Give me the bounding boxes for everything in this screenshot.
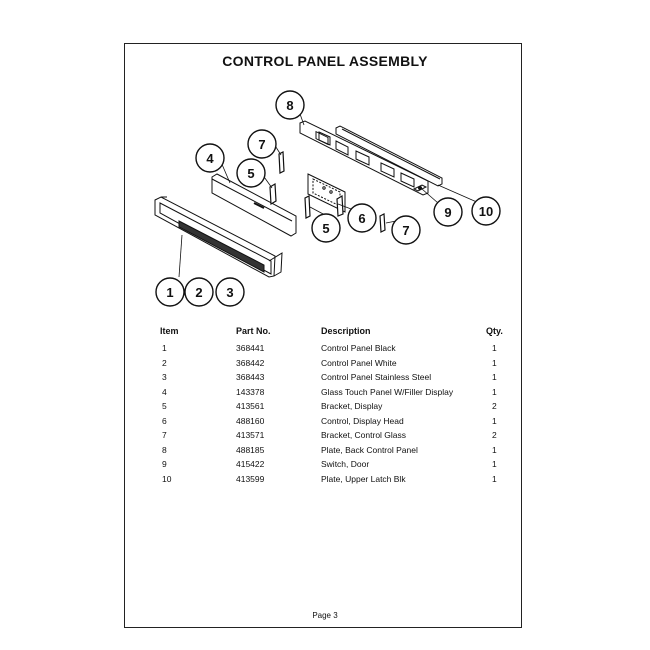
callout-circle (391, 215, 421, 245)
callout-circle (347, 203, 377, 233)
cell-item: 7 (162, 430, 167, 440)
page-title: CONTROL PANEL ASSEMBLY (222, 53, 428, 69)
cell-desc: Switch, Door (321, 459, 370, 469)
cell-qty: 1 (492, 473, 497, 484)
cell-qty: 1 (492, 343, 497, 353)
callout-10: 10 (479, 204, 493, 219)
cell-desc: Control Panel White (321, 357, 397, 368)
cell-part: 488160 (236, 415, 265, 426)
header-part: Part No. (236, 326, 271, 336)
callout-circle (247, 129, 277, 159)
header-qty: Qty. (486, 326, 503, 336)
callout-circle (433, 197, 463, 227)
callout-7b: 7 (402, 223, 409, 238)
cell-item: 6 (162, 415, 167, 426)
callout-circle (215, 277, 245, 307)
cell-desc: Bracket, Control Glass (321, 430, 407, 440)
cell-item: 4 (162, 386, 167, 397)
cell-part: 368443 (236, 372, 265, 382)
callout-circle (236, 158, 266, 188)
cell-desc: Control Panel Stainless Steel (321, 372, 432, 382)
cell-desc: Plate, Back Control Panel (321, 444, 418, 455)
callout-7: 7 (258, 137, 265, 152)
cell-item: 3 (162, 372, 167, 382)
table-row: 4 143378 Glass Touch Panel W/Filler Displa… (124, 387, 522, 399)
cell-desc: Bracket, Display (321, 401, 383, 411)
cell-qty: 1 (492, 444, 497, 455)
header-desc: Description (321, 326, 371, 336)
cell-item: 8 (162, 444, 167, 455)
cell-desc: Plate, Upper Latch Blk (321, 473, 406, 484)
table-header: Item Part No. Description Qty. (124, 326, 522, 338)
cell-desc: Control Panel Black (321, 343, 396, 353)
back-plate-part (299, 120, 429, 196)
cell-item: 10 (162, 473, 172, 484)
cell-qty: 2 (492, 430, 497, 440)
cell-item: 9 (162, 459, 167, 469)
cell-part: 413599 (236, 473, 265, 484)
callout-circle (275, 90, 305, 120)
cell-item: 2 (162, 357, 167, 368)
callout-circle (471, 196, 501, 226)
table-row: 10 413599 Plate, Upper Latch Blk 1 (124, 474, 522, 486)
callout-6: 6 (358, 211, 365, 226)
callout-5: 5 (247, 166, 254, 181)
latch-plate-part (335, 125, 443, 187)
exploded-parts-diagram: 1 2 3 4 5 5 6 7 7 8 9 10 (154, 90, 501, 307)
table-row: 9 415422 Switch, Door 1 (124, 459, 522, 471)
door-switch-part (412, 184, 428, 192)
table-row: 3 368443 Control Panel Stainless Steel 1 (124, 372, 522, 384)
callout-8: 8 (286, 98, 293, 113)
table-row: 1 368441 Control Panel Black 1 (124, 343, 522, 355)
cell-part: 413571 (236, 430, 265, 440)
cell-part: 368441 (236, 343, 265, 353)
table-row: 5 413561 Bracket, Display 2 (124, 401, 522, 413)
page-border (124, 43, 522, 628)
callout-2: 2 (195, 285, 202, 300)
cell-part: 413561 (236, 401, 265, 411)
cell-qty: 1 (492, 372, 497, 382)
cell-part: 143378 (236, 386, 265, 397)
page-number: Page 3 (312, 611, 338, 620)
callout-circle (311, 213, 341, 243)
bracket-parts (269, 151, 386, 233)
callout-circle (155, 277, 185, 307)
callout-circle (195, 143, 225, 173)
control-panel-part (154, 196, 283, 278)
callout-9: 9 (444, 205, 451, 220)
cell-desc: Glass Touch Panel W/Filler Display (321, 386, 454, 397)
table-row: 7 413571 Bracket, Control Glass 2 (124, 430, 522, 442)
cell-item: 5 (162, 401, 167, 411)
cell-part: 415422 (236, 459, 265, 469)
cell-qty: 1 (492, 459, 497, 469)
table-row: 2 368442 Control Panel White 1 (124, 358, 522, 370)
callout-1: 1 (166, 285, 173, 300)
cell-qty: 1 (492, 357, 497, 368)
table-row: 8 488185 Plate, Back Control Panel 1 (124, 445, 522, 457)
cell-desc: Control, Display Head (321, 415, 404, 426)
cell-qty: 2 (492, 401, 497, 411)
callout-4: 4 (206, 151, 214, 166)
table-row: 6 488160 Control, Display Head 1 (124, 416, 522, 428)
callout-3: 3 (226, 285, 233, 300)
callout-5b: 5 (322, 221, 329, 236)
cell-part: 368442 (236, 357, 265, 368)
glass-panel-part (211, 173, 297, 237)
cell-qty: 1 (492, 415, 497, 426)
cell-qty: 1 (492, 386, 497, 397)
cell-part: 488185 (236, 444, 265, 455)
header-item: Item (160, 326, 179, 336)
callout-circle (184, 277, 214, 307)
cell-item: 1 (162, 343, 167, 353)
